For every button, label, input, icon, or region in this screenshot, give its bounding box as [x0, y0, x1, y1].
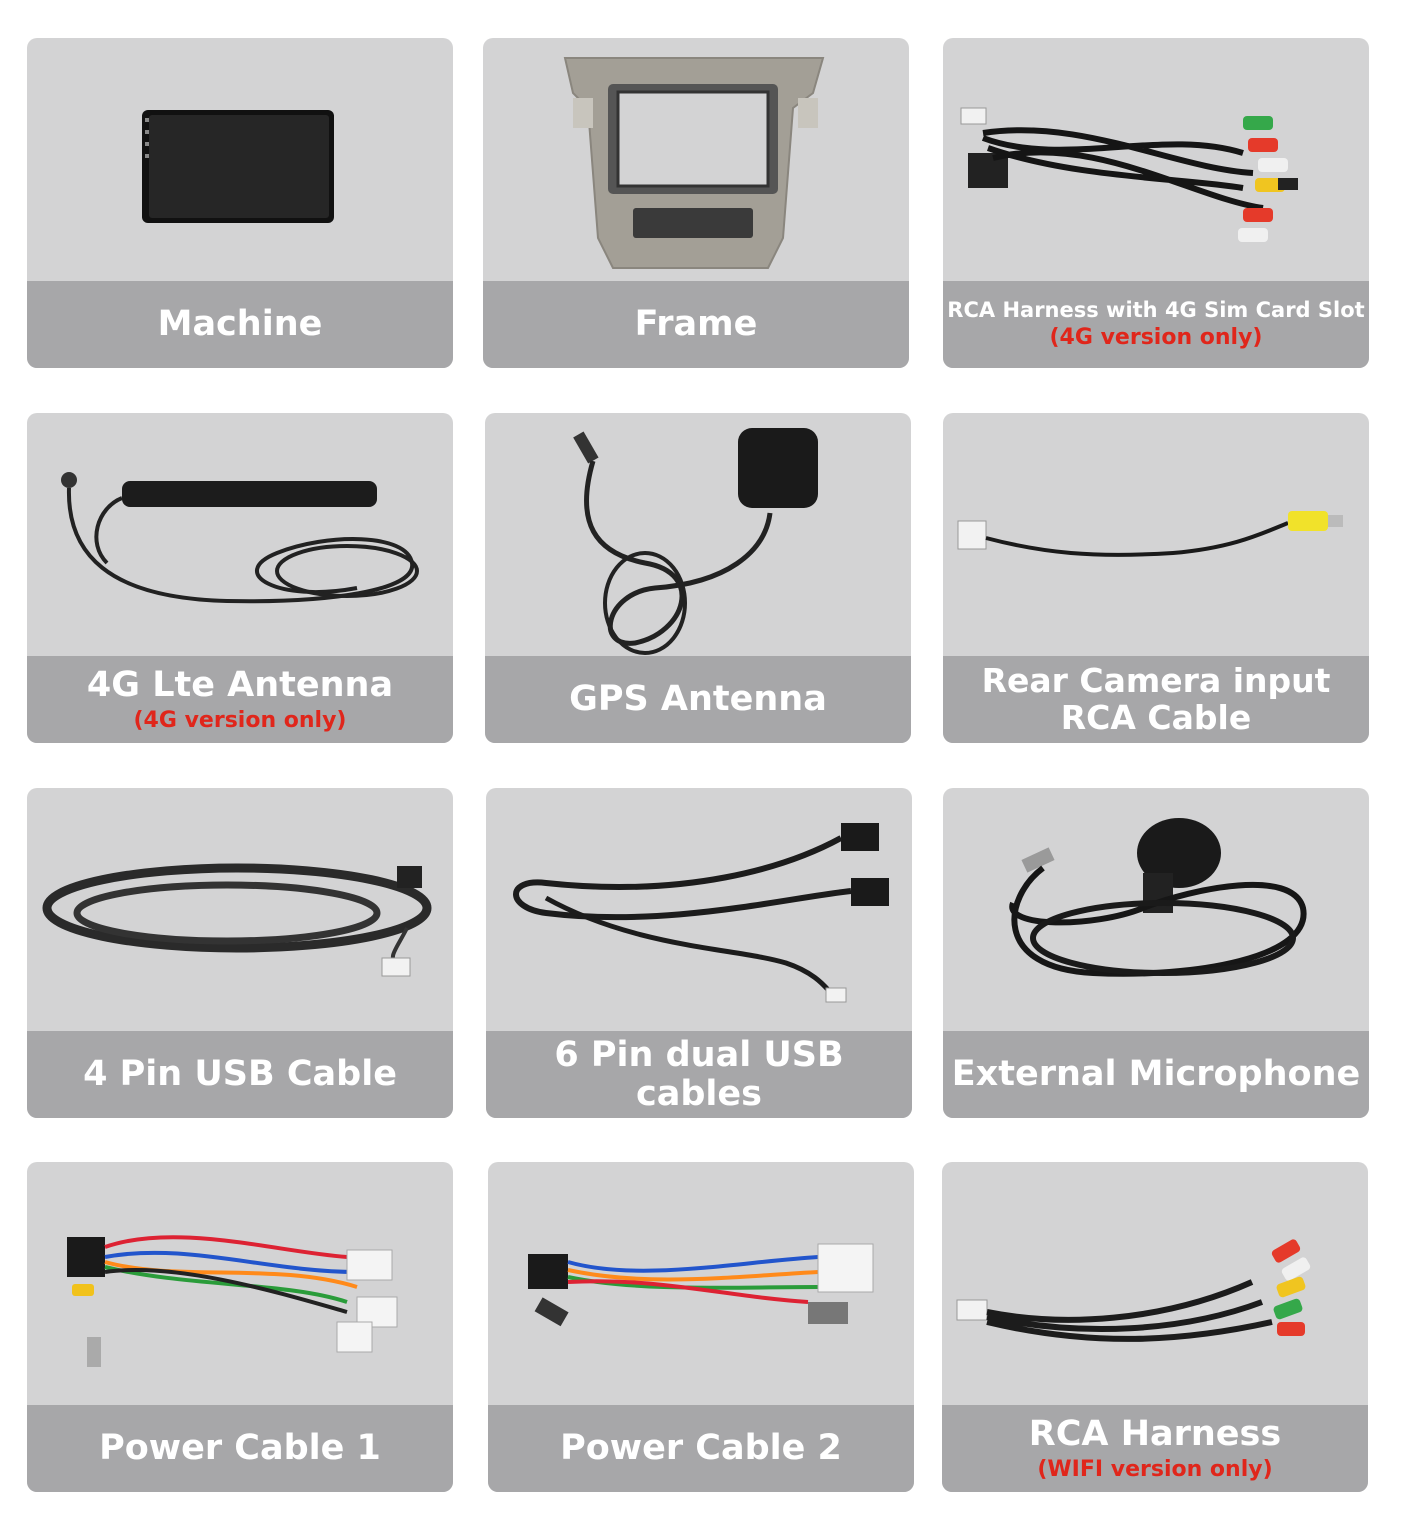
item-label: Power Cable 2 [488, 1405, 914, 1492]
usb-cable-icon [27, 788, 453, 1031]
item-title: Power Cable 2 [560, 1428, 842, 1469]
item-title: GPS Antenna [569, 679, 827, 720]
item-card-rear-camera-cable: Rear Camera input RCA Cable [943, 413, 1369, 743]
item-title: RCA Harness with 4G Sim Card Slot [947, 297, 1365, 322]
item-label: Machine [27, 281, 453, 368]
rca-harness-icon [942, 1162, 1368, 1405]
lte-antenna-icon [27, 413, 453, 656]
item-title: 4 Pin USB Cable [83, 1054, 397, 1095]
item-label: RCA Harness with 4G Sim Card Slot (4G ve… [943, 281, 1369, 368]
item-title: Power Cable 1 [99, 1428, 381, 1469]
dash-frame-icon [483, 38, 909, 281]
item-card-power-cable-2: Power Cable 2 [488, 1162, 914, 1492]
head-unit-screen-icon [27, 38, 453, 281]
item-label: 4 Pin USB Cable [27, 1031, 453, 1118]
item-title: External Microphone [951, 1054, 1361, 1095]
item-card-rca-harness-4g: RCA Harness with 4G Sim Card Slot (4G ve… [943, 38, 1369, 368]
item-card-microphone: External Microphone [943, 788, 1369, 1118]
item-title: Frame [634, 304, 758, 345]
item-label: External Microphone [943, 1031, 1369, 1118]
item-card-dual-usb: 6 Pin dual USB cables [486, 788, 912, 1118]
item-label: GPS Antenna [485, 656, 911, 743]
item-note: (WIFI version only) [1037, 1456, 1273, 1482]
item-title: RCA Harness [1028, 1414, 1282, 1455]
microphone-icon [943, 788, 1369, 1031]
item-card-rca-harness-wifi: RCA Harness (WIFI version only) [942, 1162, 1368, 1492]
item-note: (4G version only) [133, 707, 347, 733]
item-title: Machine [157, 304, 323, 345]
item-card-4pin-usb: 4 Pin USB Cable [27, 788, 453, 1118]
item-label: 6 Pin dual USB cables [486, 1031, 912, 1118]
item-card-machine: Machine [27, 38, 453, 368]
item-title: Rear Camera input [981, 661, 1331, 701]
item-title-line2: RCA Cable [1060, 697, 1252, 737]
item-card-lte-antenna: 4G Lte Antenna (4G version only) [27, 413, 453, 743]
item-card-gps-antenna: GPS Antenna [485, 413, 911, 743]
power-cable-icon [27, 1162, 453, 1405]
item-card-power-cable-1: Power Cable 1 [27, 1162, 453, 1492]
item-label: Power Cable 1 [27, 1405, 453, 1492]
gps-antenna-icon [485, 413, 911, 656]
item-card-frame: Frame [483, 38, 909, 368]
item-note: (4G version only) [1049, 324, 1263, 350]
item-label: 4G Lte Antenna (4G version only) [27, 656, 453, 743]
item-title: 6 Pin dual USB cables [554, 1035, 844, 1114]
item-title: 4G Lte Antenna [86, 665, 394, 706]
item-label: Frame [483, 281, 909, 368]
rca-harness-icon [943, 38, 1369, 281]
item-label: RCA Harness (WIFI version only) [942, 1405, 1368, 1492]
power-cable-icon [488, 1162, 914, 1405]
rca-camera-cable-icon [943, 413, 1369, 656]
dual-usb-cable-icon [486, 788, 912, 1031]
item-label: Rear Camera input RCA Cable [943, 656, 1369, 743]
